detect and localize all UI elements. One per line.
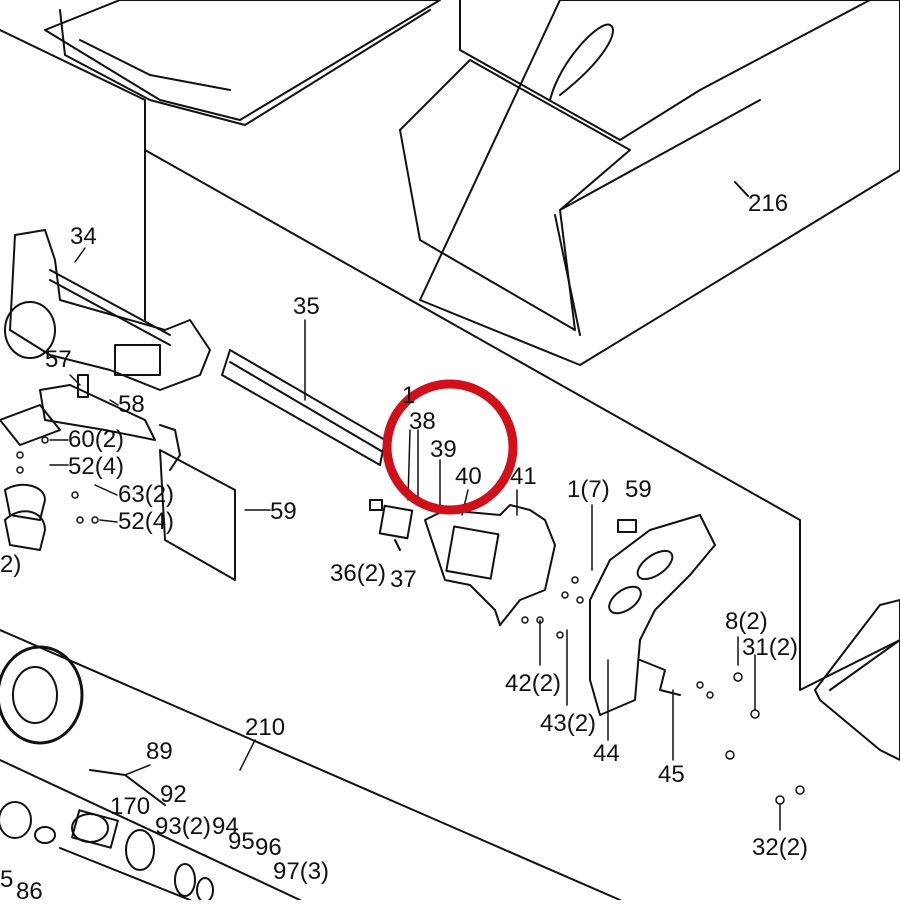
label-2-partial: 2) (0, 551, 22, 578)
label-97: 97(3) (273, 858, 330, 885)
label-86-partial: 86 (16, 878, 43, 905)
frame-outline-bottom (0, 629, 621, 900)
label-63: 63(2) (118, 481, 175, 508)
label-45: 45 (658, 761, 685, 788)
motor-assembly (0, 645, 214, 900)
right-edge-part (814, 599, 900, 761)
wire-basket-216 (399, 0, 871, 336)
label-89: 89 (146, 738, 173, 765)
lever-plate-58 (0, 384, 156, 446)
label-93: 93(2) (155, 813, 212, 840)
label-95: 95 (228, 828, 255, 855)
label-57: 57 (45, 346, 72, 373)
label-5-partial: 5 (0, 866, 14, 893)
label-43: 43(2) (540, 710, 597, 737)
frame-outline-top (0, 29, 146, 321)
bracket-34 (4, 229, 211, 391)
cover-plate-59 (159, 449, 236, 581)
rod-35 (221, 349, 386, 466)
frame-outline-right (144, 149, 900, 691)
label-1-top: 1 (402, 382, 416, 409)
basket-housing (419, 0, 900, 366)
label-31: 31(2) (742, 634, 799, 661)
label-36: 36(2) (330, 560, 387, 587)
leader-lines (49, 247, 781, 831)
tray-part (44, 0, 441, 126)
label-96: 96 (255, 834, 282, 861)
small-parts-left (4, 374, 89, 551)
frame-outline-lower (0, 759, 301, 900)
label-216: 216 (748, 190, 789, 217)
label-210: 210 (245, 714, 286, 741)
label-34: 34 (70, 223, 97, 250)
label-8: 8(2) (725, 608, 768, 635)
highlight-circle (382, 379, 518, 515)
label-39: 39 (430, 436, 457, 463)
label-37: 37 (390, 566, 417, 593)
label-42: 42(2) (505, 670, 562, 697)
label-58: 58 (118, 391, 145, 418)
hardware-screws[interactable] (16, 436, 805, 805)
label-60: 60(2) (68, 426, 125, 453)
label-52-lower: 52(4) (118, 508, 175, 535)
label-1-7: 1(7) (567, 476, 610, 503)
label-32: 32(2) (752, 834, 809, 861)
cam-assembly (369, 499, 556, 626)
label-59-right: 59 (625, 476, 652, 503)
handle-frame-44 (589, 514, 716, 716)
label-170: 170 (110, 793, 151, 820)
label-59-left: 59 (270, 498, 297, 525)
label-92: 92 (160, 781, 187, 808)
label-94: 94 (212, 813, 239, 840)
label-44: 44 (593, 740, 620, 767)
link-rod-45 (639, 659, 681, 696)
label-41: 41 (510, 463, 537, 490)
label-35: 35 (293, 293, 320, 320)
label-40: 40 (455, 463, 482, 490)
label-38: 38 (409, 408, 436, 435)
label-52-upper: 52(4) (68, 453, 125, 480)
